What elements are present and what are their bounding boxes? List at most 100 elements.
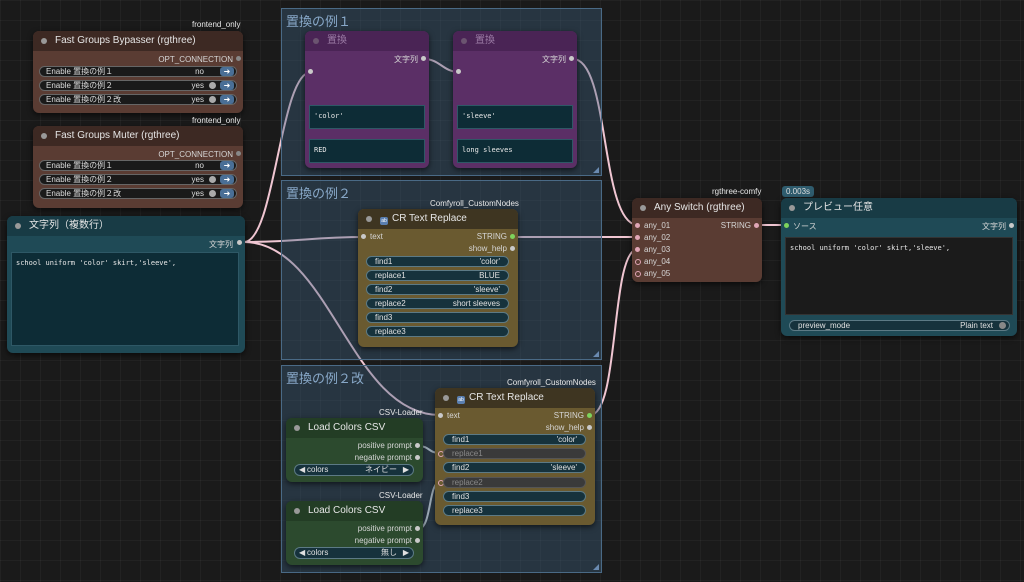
input-pin[interactable] [635, 223, 640, 228]
preview-mode-toggle[interactable]: preview_mode Plain text [789, 320, 1010, 331]
find1-field[interactable]: find1'color' [443, 434, 586, 445]
replace3-field[interactable]: replace3 [366, 326, 509, 337]
bypass-toggle-row[interactable]: Enable 置換の例２改 yes ➜ [39, 94, 237, 105]
output-pin[interactable] [510, 246, 515, 251]
replace-node-1[interactable]: 置換 文字列 'color' RED [305, 31, 429, 168]
preview-text-area[interactable]: school uniform 'color' skirt,'sleeve', [785, 237, 1013, 315]
group-title[interactable]: 置換の例２改 [286, 371, 365, 386]
output-pin[interactable] [1009, 223, 1014, 228]
input-pin[interactable] [361, 234, 366, 239]
output-pin[interactable] [587, 413, 592, 418]
collapse-dot-icon[interactable] [294, 508, 300, 514]
multiline-string-node[interactable]: 文字列（複数行） 文字列 school uniform 'color' skir… [7, 216, 245, 353]
find2-field[interactable]: find2'sleeve' [366, 284, 509, 295]
replace1-field[interactable]: replace1 [443, 448, 586, 459]
output-pin[interactable] [569, 56, 574, 61]
toggle-knob-icon[interactable] [209, 190, 216, 197]
replace2-field[interactable]: replace2 [443, 477, 586, 488]
navigate-arrow-icon[interactable]: ➜ [220, 161, 234, 170]
fast-groups-muter-node[interactable]: Fast Groups Muter (rgthree) OPT_CONNECTI… [33, 126, 243, 208]
node-title[interactable]: 置換 [305, 31, 429, 51]
output-pin[interactable] [415, 526, 420, 531]
group-resize-handle[interactable] [593, 167, 599, 173]
node-title[interactable]: 置換 [453, 31, 577, 51]
node-title[interactable]: Load Colors CSV [286, 418, 423, 438]
node-title[interactable]: Load Colors CSV [286, 501, 423, 521]
collapse-dot-icon[interactable] [789, 205, 795, 211]
collapse-dot-icon[interactable] [443, 395, 449, 401]
output-pin[interactable] [510, 234, 515, 239]
replace-text-area[interactable]: long sleeves [457, 139, 573, 163]
toggle-knob-icon[interactable] [999, 322, 1006, 329]
navigate-arrow-icon[interactable]: ➜ [220, 67, 234, 76]
find2-field[interactable]: find2'sleeve' [443, 462, 586, 473]
input-pin[interactable] [635, 247, 640, 252]
collapse-dot-icon[interactable] [313, 38, 319, 44]
toggle-knob-icon[interactable] [209, 96, 216, 103]
input-pin[interactable] [635, 259, 641, 265]
group-resize-handle[interactable] [593, 564, 599, 570]
output-pin[interactable] [587, 425, 592, 430]
load-colors-csv-node-1[interactable]: Load Colors CSV positive prompt negative… [286, 418, 423, 482]
mute-toggle-row[interactable]: Enable 置換の例２改 yes ➜ [39, 188, 237, 199]
input-pin[interactable] [784, 223, 789, 228]
output-pin[interactable] [421, 56, 426, 61]
node-title[interactable]: Fast Groups Muter (rgthree) [33, 126, 243, 146]
any-switch-node[interactable]: Any Switch (rgthree) any_01 any_02 any_0… [632, 198, 762, 282]
find-text-area[interactable]: 'color' [309, 105, 425, 129]
colors-select[interactable]: ◀ colors ネイビー ▶ [294, 464, 414, 476]
mute-toggle-row[interactable]: Enable 置換の例１ no ➜ [39, 160, 237, 171]
output-pin[interactable] [236, 56, 241, 61]
chevron-right-icon[interactable]: ▶ [402, 548, 409, 557]
collapse-dot-icon[interactable] [41, 133, 47, 139]
chevron-left-icon[interactable]: ◀ [299, 465, 306, 474]
find1-field[interactable]: find1'color' [366, 256, 509, 267]
input-pin[interactable] [308, 69, 313, 74]
output-pin[interactable] [754, 223, 759, 228]
node-title[interactable]: プレビュー任意 [781, 198, 1017, 218]
toggle-knob-icon[interactable] [209, 82, 216, 89]
navigate-arrow-icon[interactable]: ➜ [220, 175, 234, 184]
input-pin[interactable] [635, 271, 641, 277]
replace3-field[interactable]: replace3 [443, 505, 586, 516]
colors-select[interactable]: ◀ colors 無し ▶ [294, 547, 414, 559]
collapse-dot-icon[interactable] [294, 425, 300, 431]
preview-any-node[interactable]: プレビュー任意 ソース 文字列 school uniform 'color' s… [781, 198, 1017, 336]
node-title[interactable]: Fast Groups Bypasser (rgthree) [33, 31, 243, 51]
output-pin[interactable] [236, 151, 241, 156]
navigate-arrow-icon[interactable]: ➜ [220, 189, 234, 198]
find-text-area[interactable]: 'sleeve' [457, 105, 573, 129]
chevron-left-icon[interactable]: ◀ [299, 548, 306, 557]
input-pin[interactable] [438, 413, 443, 418]
output-pin[interactable] [415, 538, 420, 543]
navigate-arrow-icon[interactable]: ➜ [220, 81, 234, 90]
collapse-dot-icon[interactable] [41, 38, 47, 44]
collapse-dot-icon[interactable] [15, 223, 21, 229]
mute-toggle-row[interactable]: Enable 置換の例２ yes ➜ [39, 174, 237, 185]
bypass-toggle-row[interactable]: Enable 置換の例２ yes ➜ [39, 80, 237, 91]
node-title[interactable]: Any Switch (rgthree) [632, 198, 762, 218]
collapse-dot-icon[interactable] [640, 205, 646, 211]
chevron-right-icon[interactable]: ▶ [402, 465, 409, 474]
navigate-arrow-icon[interactable]: ➜ [220, 95, 234, 104]
output-pin[interactable] [237, 240, 242, 245]
load-colors-csv-node-2[interactable]: Load Colors CSV positive prompt negative… [286, 501, 423, 565]
output-pin[interactable] [415, 443, 420, 448]
output-pin[interactable] [415, 455, 420, 460]
collapse-dot-icon[interactable] [461, 38, 467, 44]
replace-text-area[interactable]: RED [309, 139, 425, 163]
input-pin[interactable] [456, 69, 461, 74]
group-resize-handle[interactable] [593, 351, 599, 357]
group-title[interactable]: 置換の例１ [286, 14, 352, 29]
input-pin[interactable] [635, 235, 640, 240]
find3-field[interactable]: find3 [366, 312, 509, 323]
multiline-text-area[interactable]: school uniform 'color' skirt,'sleeve', [11, 252, 239, 346]
node-title[interactable]: 文字列（複数行） [7, 216, 245, 236]
